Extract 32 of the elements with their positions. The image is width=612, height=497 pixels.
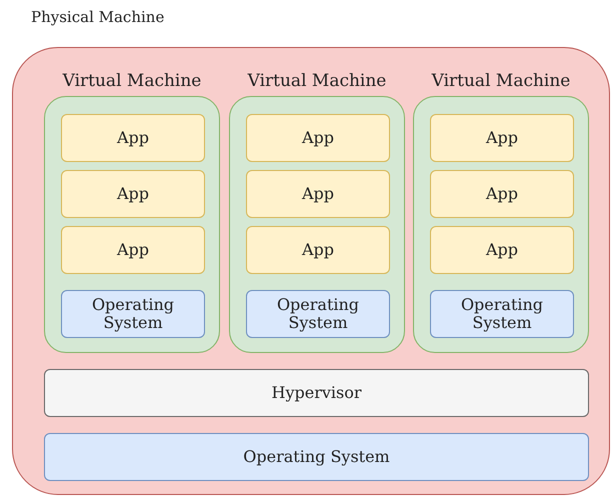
box-label: Operating System [460,296,544,332]
box-label: App [486,129,518,147]
app-box [246,170,390,218]
box-label: App [486,241,518,259]
app-box [430,226,574,274]
box-label: Operating System [276,296,360,332]
app-box [430,114,574,162]
app-box [430,170,574,218]
app-box [246,226,390,274]
box-label: App [486,185,518,203]
operating-system-box [44,433,589,481]
container-heading: Virtual Machine [62,70,202,93]
container-heading: Virtual Machine [246,70,388,93]
box-label: App [302,241,334,259]
box-label: Operating System [243,448,390,466]
app-box [246,114,390,162]
app-box [61,114,205,162]
container-heading: Physical Machine [31,7,164,28]
box-label: App [116,185,150,203]
box-label: Operating System [90,296,176,332]
box-label: App [116,129,150,147]
app-box [61,226,205,274]
box-label: App [302,129,334,147]
box-label: App [116,241,150,259]
hypervisor-box [44,369,589,417]
operating-system-box [246,290,390,338]
app-box [61,170,205,218]
operating-system-box [61,290,205,338]
box-label: App [302,185,334,203]
container-heading: Virtual Machine [430,70,572,93]
box-label: Hypervisor [272,384,362,402]
operating-system-box [430,290,574,338]
